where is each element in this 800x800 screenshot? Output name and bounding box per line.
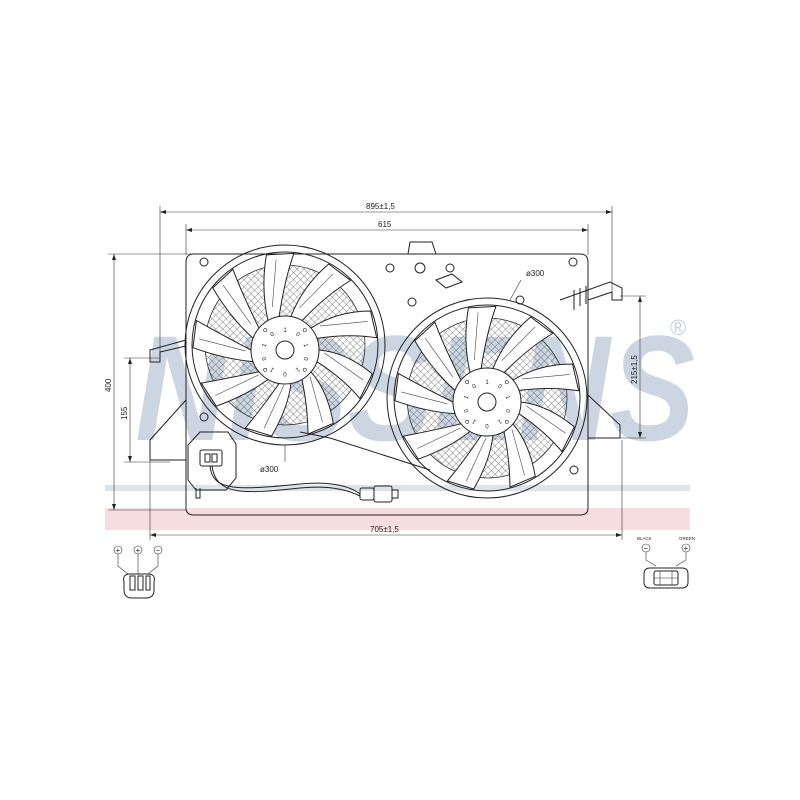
hub-hole <box>263 367 268 372</box>
dimension-frame-width: 615 <box>185 220 589 255</box>
watermark-line <box>105 485 690 491</box>
hub-marking: 0 <box>269 331 276 338</box>
fan-blade-rib <box>511 429 525 476</box>
fan-blade <box>512 363 580 392</box>
connector-left-pin-2: + <box>136 546 141 555</box>
fan-blade <box>192 319 254 363</box>
hub-hole <box>302 367 307 372</box>
fan-blade-rib <box>424 338 454 378</box>
fan-blade-rib <box>522 374 570 380</box>
fan-blade-rib <box>417 427 461 449</box>
fan-blade <box>244 383 292 437</box>
fan-shroud <box>149 241 623 516</box>
hub-marking: 0 <box>485 422 489 428</box>
connector-left-pin-1: + <box>116 546 121 555</box>
fan-blade-rib <box>320 321 368 327</box>
fan-left-diameter-label: ø300 <box>260 465 279 474</box>
hub-marking: 0 <box>261 355 268 361</box>
dimension-mount-height-label: 155 <box>120 406 129 420</box>
hub-marking: 0 <box>294 332 301 339</box>
connector-right-pin-2: + <box>684 544 689 553</box>
connector-left-pin-3: − <box>156 546 161 555</box>
dimension-overall-width: 895±1,5 <box>159 202 613 360</box>
connector-right-label-black: BLACK <box>637 536 652 541</box>
hub-marking: 0 <box>471 383 478 390</box>
dimension-overall-width-label: 895±1,5 <box>366 202 395 211</box>
hub-marking: 1 <box>464 394 471 400</box>
fan-blade <box>503 423 536 488</box>
dimension-mount-height: 155 <box>120 357 170 463</box>
watermark-registered-mark: ® <box>670 315 686 340</box>
fan-blade-rib <box>215 374 259 396</box>
fan-blade <box>402 423 471 460</box>
connector-right-pin-1: − <box>644 544 649 553</box>
hub-hole <box>465 419 470 424</box>
hub-hole <box>263 328 268 333</box>
dimension-frame-width-label: 615 <box>378 220 392 229</box>
fan-blade-rib <box>263 384 285 429</box>
hub-marking: 0 <box>301 356 308 362</box>
watermark-band <box>105 508 690 530</box>
hub-marking: 1 <box>302 343 309 349</box>
dimension-bottom-width: 705±1,5 <box>149 440 623 540</box>
fan-blade <box>465 305 497 374</box>
fan-blade <box>316 349 373 400</box>
fan-blade-rib <box>501 326 536 362</box>
hub-hole <box>504 380 509 385</box>
hub-marking: 1 <box>283 328 287 334</box>
fan-blade <box>290 263 352 322</box>
fan-blade-rib <box>401 391 448 405</box>
fan-left-blades <box>192 252 378 437</box>
dimension-side-height-label: 215±1,5 <box>630 355 639 384</box>
fan-blade <box>492 316 554 374</box>
fan-blade-rib <box>474 312 479 361</box>
fan-blade <box>200 371 269 407</box>
hub-marking: 0 <box>503 408 510 414</box>
fan-blade <box>446 435 494 490</box>
fan-blade <box>301 371 334 435</box>
fan-blade-rib <box>309 376 323 423</box>
hub-marking: 0 <box>283 370 287 376</box>
fan-blade-rib <box>222 285 252 325</box>
fan-blade-rib <box>272 259 277 308</box>
fan-blade-rib <box>199 338 246 352</box>
hub-hole <box>465 380 470 385</box>
fan-blade <box>310 310 378 339</box>
resistor-module <box>187 431 237 499</box>
wiring-harness <box>209 465 399 503</box>
hub-marking: 1 <box>471 417 478 424</box>
connector-right: BLACK GREEN − + <box>637 536 695 589</box>
connector-right-label-green: GREEN <box>679 536 695 541</box>
hub-marking: 1 <box>269 365 276 372</box>
fan-blade-rib <box>299 273 334 309</box>
fan-right-blades <box>394 305 580 490</box>
connector-left: + + − <box>113 545 163 599</box>
fan-blade <box>263 252 295 322</box>
hub-marking: 1 <box>262 342 269 348</box>
fan-blade-rib <box>465 437 487 482</box>
fan-blade-rib <box>526 405 566 434</box>
hub-marking: 1 <box>504 395 511 401</box>
hub-marking: 1 <box>496 418 503 425</box>
fan-blade <box>518 401 575 453</box>
fan-blade <box>394 372 456 415</box>
hub-marking: 0 <box>463 407 470 413</box>
hub-hole <box>302 328 307 333</box>
dimension-height-label: 400 <box>104 378 113 392</box>
hub-marking: 1 <box>485 380 489 386</box>
fan-blade-rib <box>324 352 364 381</box>
hub-marking: 1 <box>294 366 301 373</box>
hub-hole <box>504 419 509 424</box>
fan-right-diameter-label: ø300 <box>526 269 545 278</box>
dimension-bottom-width-label: 705±1,5 <box>370 525 399 534</box>
hub-marking: 0 <box>496 384 503 391</box>
